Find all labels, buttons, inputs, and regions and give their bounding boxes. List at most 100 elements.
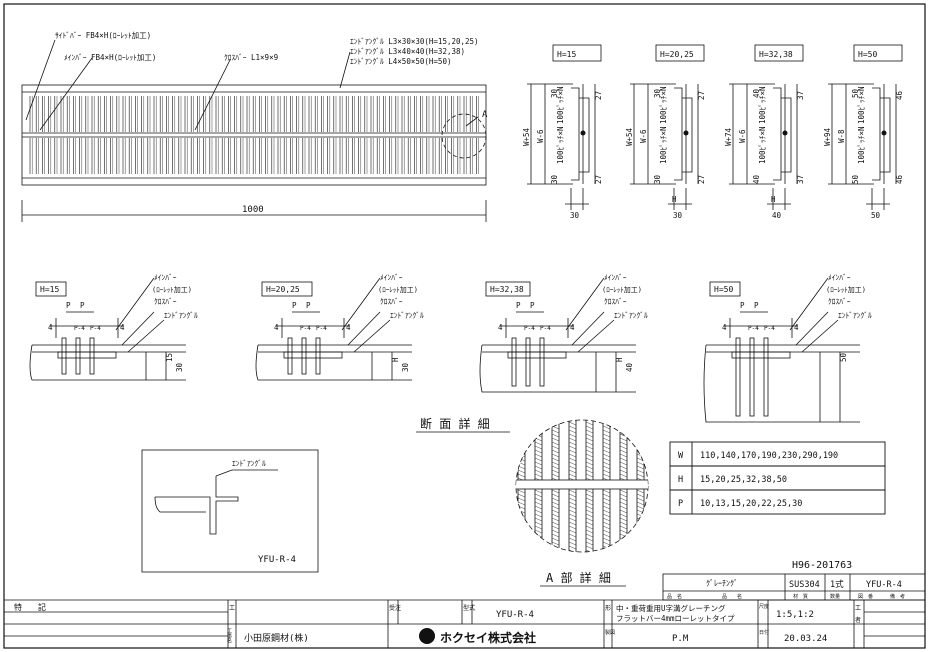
detail-knurl	[517, 517, 526, 522]
detail-knurl	[636, 457, 645, 462]
section-text: P-4	[524, 325, 535, 332]
inset-code: YFU-R-4	[258, 555, 296, 565]
plan-detail-mark: A	[482, 110, 488, 120]
title-h-zaishitsu: 材 質	[793, 593, 808, 600]
section-text: ﾒｲﾝﾊﾞｰ	[380, 273, 403, 282]
section-h-label: H=50	[714, 285, 733, 294]
side-view-dim-text: 100ﾋﾟｯﾁ×N	[659, 126, 668, 164]
detail-knurl	[602, 501, 611, 506]
section-text: 30	[401, 362, 410, 372]
detail-knurl	[534, 505, 543, 510]
detail-a-title: A 部 詳 細	[546, 570, 611, 585]
detail-knurl	[551, 521, 560, 526]
title-kou: 工	[229, 605, 235, 612]
section-text: 4	[274, 323, 279, 332]
detail-knurl	[551, 437, 560, 442]
detail-knurl	[619, 541, 628, 546]
section-text: 4	[48, 323, 53, 332]
detail-knurl	[603, 554, 610, 557]
section-text: 4	[120, 323, 125, 332]
detail-knurl	[585, 505, 594, 510]
detail-knurl	[551, 469, 560, 474]
spec-table	[669, 441, 886, 515]
detail-knurl	[619, 549, 628, 552]
detail-knurl	[619, 497, 628, 502]
title-h-hinmoku: 品 名	[722, 593, 742, 600]
side-view-dim-text: 27	[594, 91, 603, 100]
detail-knurl	[534, 441, 543, 446]
section-h-label: H=32,38	[490, 285, 524, 294]
detail-knurl	[619, 469, 628, 474]
title-scale-label: 尺度	[759, 603, 769, 610]
detail-knurl	[551, 525, 560, 530]
section-cross-bar	[283, 351, 343, 359]
detail-knurl	[636, 541, 645, 546]
detail-knurl	[585, 457, 594, 462]
title-kata: 形	[605, 604, 611, 612]
title-katashiki: 型式	[463, 604, 475, 612]
detail-knurl	[534, 489, 543, 494]
section-text: 4	[346, 323, 351, 332]
side-view-h-label: H=15	[557, 50, 576, 59]
section-outline	[595, 352, 617, 392]
detail-knurl	[568, 465, 577, 470]
section-main-bar	[525, 337, 531, 387]
section-outline	[29, 344, 186, 381]
detail-knurl	[619, 525, 628, 530]
section-text: ﾒｲﾝﾊﾞｰ	[154, 273, 177, 282]
detail-knurl	[517, 449, 526, 454]
section-text: ﾒｲﾝﾊﾞｰ	[604, 273, 627, 282]
detail-knurl	[534, 469, 543, 474]
detail-knurl	[619, 445, 628, 450]
detail-knurl	[517, 513, 526, 518]
section-text: 40	[625, 362, 634, 372]
side-view-dim-text: 27	[697, 175, 706, 184]
detail-knurl	[602, 541, 611, 546]
side-view-dim-text: 100ﾋﾟｯﾁ×N	[857, 126, 866, 164]
side-view-profile	[880, 97, 891, 173]
detail-knurl	[534, 429, 543, 434]
section-leaders	[341, 277, 391, 353]
detail-knurl	[551, 457, 560, 462]
plan-cross-bar-label: ｸﾛｽﾊﾞｰ L1×9×9	[224, 53, 278, 62]
detail-knurl	[534, 465, 543, 470]
detail-knurl	[517, 525, 526, 530]
side-view-dim-text: 50	[851, 88, 860, 98]
detail-knurl	[517, 469, 526, 474]
inset-label: ｴﾝﾄﾞｱﾝｸﾞﾙ	[232, 459, 266, 468]
detail-knurl	[636, 421, 645, 426]
detail-knurl	[551, 449, 560, 454]
detail-knurl	[602, 445, 611, 450]
detail-knurl	[636, 533, 645, 538]
detail-knurl	[568, 525, 577, 530]
detail-knurl	[585, 445, 594, 450]
section-text: ｸﾛｽﾊﾞｰ	[604, 297, 627, 306]
detail-knurl	[602, 437, 611, 442]
detail-knurl	[551, 541, 560, 546]
section-text: P	[80, 301, 85, 310]
section-text: P	[740, 301, 745, 310]
detail-knurl	[585, 521, 594, 526]
section-outline	[819, 352, 841, 422]
detail-knurl	[619, 529, 628, 534]
detail-knurl	[619, 513, 628, 518]
section-label-box	[261, 281, 313, 297]
detail-knurl	[636, 505, 645, 510]
detail-knurl	[534, 493, 543, 498]
detail-knurl	[585, 525, 594, 530]
side-view-dim-text: W-6	[639, 129, 648, 143]
section-text: (ﾛｰﾚｯﾄ加工)	[602, 285, 642, 294]
title-katashiki-val: YFU-R-4	[496, 610, 534, 620]
detail-knurl	[534, 525, 543, 530]
detail-knurl	[636, 473, 645, 478]
detail-knurl	[602, 525, 611, 530]
detail-knurl	[552, 554, 559, 557]
side-view-dims	[527, 83, 596, 185]
side-view-dims	[565, 188, 589, 210]
detail-knurl	[551, 441, 560, 446]
